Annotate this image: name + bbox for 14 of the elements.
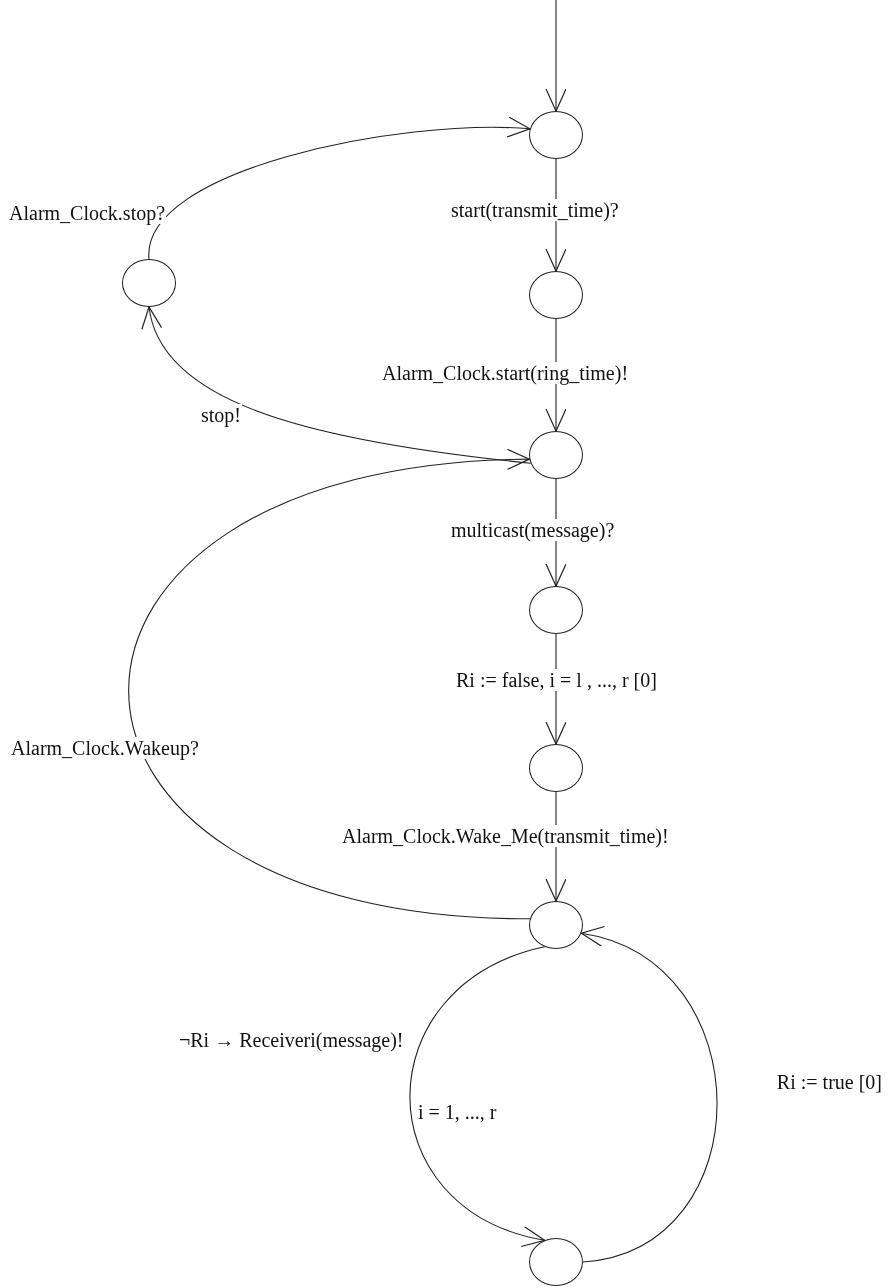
transition-arrow [409, 946, 546, 1245]
edge-label: Alarm_Clock.Wake_Me(transmit_time)! [341, 825, 670, 847]
transition-arrow [148, 117, 531, 260]
edge-label: stop! [200, 404, 242, 426]
transition-arrow [128, 450, 531, 920]
edge-label: start(transmit_time)? [450, 199, 620, 221]
edge-label: multicast(message)? [450, 519, 616, 541]
loop-annotation: i = 1, ..., r [418, 1101, 497, 1123]
edge-label: Ri := false, i = l , ..., r [0] [455, 669, 658, 691]
edge-label: Alarm_Clock.Wakeup? [10, 737, 200, 759]
transition-arrow [545, 0, 567, 112]
transition-arrow [580, 929, 718, 1263]
transition-arrow [143, 306, 532, 464]
edge-label: ¬Ri → Receiveri(message)! [178, 1029, 405, 1051]
